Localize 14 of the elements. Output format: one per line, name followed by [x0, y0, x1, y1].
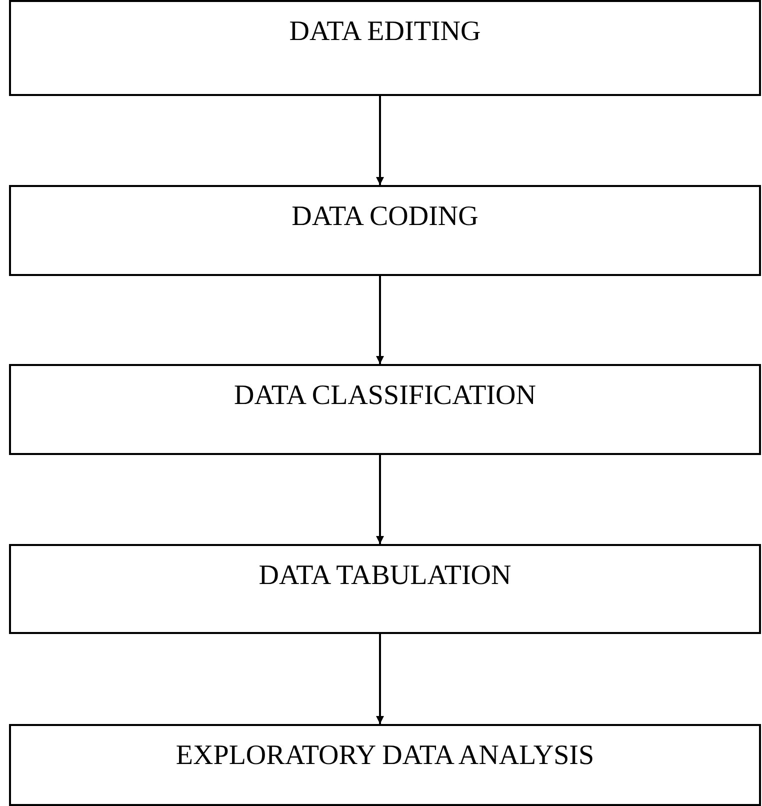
- process-box: [9, 364, 761, 455]
- process-box: [9, 724, 761, 806]
- box-label: DATA TABULATION: [258, 560, 512, 592]
- process-box: [9, 185, 761, 276]
- arrow: [376, 96, 384, 185]
- box-label: DATA CLASSIFICATION: [233, 380, 537, 412]
- arrow: [376, 455, 384, 544]
- box-label: DATA EDITING: [288, 16, 482, 48]
- arrow: [376, 276, 384, 364]
- process-box: [9, 0, 761, 96]
- process-box: [9, 544, 761, 634]
- box-label: EXPLORATORY DATA ANALYSIS: [174, 740, 596, 772]
- box-label: DATA CODING: [290, 201, 480, 233]
- arrow: [376, 634, 384, 724]
